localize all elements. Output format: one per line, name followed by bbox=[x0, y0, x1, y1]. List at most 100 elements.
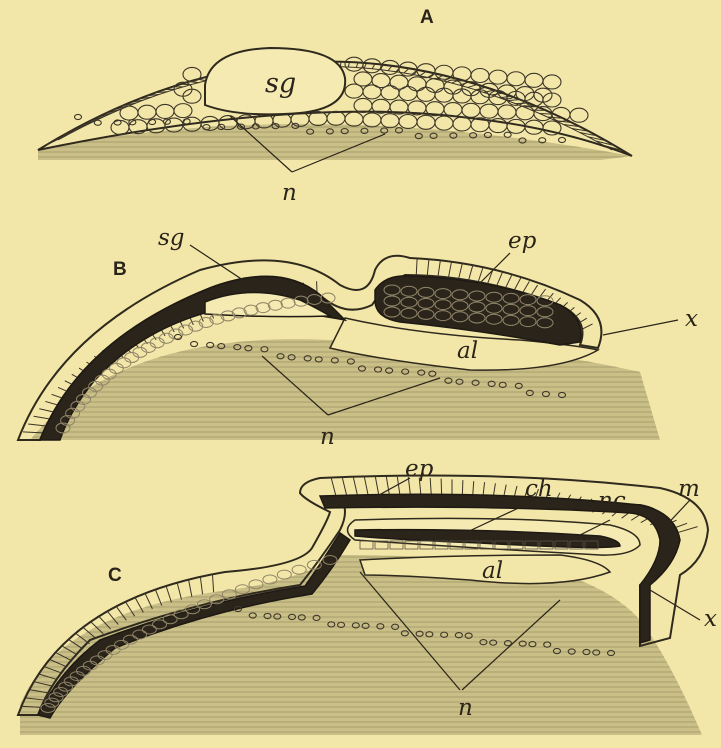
panel-b-label-n: n bbox=[320, 424, 335, 450]
panel-c-label-nc: nc bbox=[598, 488, 626, 514]
panel-c-label-m: m bbox=[678, 476, 700, 502]
cell bbox=[435, 65, 453, 79]
panel-b-letter: B bbox=[113, 259, 127, 280]
cell bbox=[117, 358, 131, 368]
epithelium-cell-wall bbox=[397, 477, 399, 495]
cell bbox=[381, 114, 399, 128]
cell bbox=[444, 103, 462, 117]
panel-a-cell-mass bbox=[111, 57, 588, 135]
cell bbox=[462, 103, 480, 117]
epithelium-cell-wall bbox=[448, 262, 451, 279]
cell bbox=[471, 69, 489, 83]
nucleus bbox=[504, 132, 511, 137]
cell bbox=[417, 115, 435, 129]
cell bbox=[417, 87, 435, 101]
panel-b-label-x: x bbox=[685, 306, 698, 332]
cell bbox=[453, 67, 471, 81]
cell bbox=[120, 106, 138, 120]
cell bbox=[345, 57, 363, 71]
panel-c-label-n: n bbox=[458, 695, 473, 721]
epithelium-cell-wall bbox=[679, 527, 698, 533]
panel-a-label-sg: sg bbox=[265, 68, 296, 99]
cell bbox=[435, 116, 453, 130]
panel-b-label-sg: sg bbox=[158, 225, 185, 251]
cell bbox=[277, 570, 291, 579]
panel-c-label-x: x bbox=[704, 606, 717, 632]
epithelium-cell-wall bbox=[212, 574, 213, 592]
cell bbox=[363, 113, 381, 127]
cell bbox=[354, 98, 372, 112]
cell bbox=[480, 104, 498, 118]
cell bbox=[363, 85, 381, 99]
cell bbox=[399, 115, 417, 129]
epithelium-cell-wall bbox=[71, 124, 89, 131]
epithelium-cell-wall bbox=[438, 260, 441, 277]
cell bbox=[399, 87, 417, 101]
epithelium-cell-wall bbox=[46, 136, 65, 145]
panel-a-letter: A bbox=[420, 7, 434, 28]
nucleus bbox=[191, 341, 198, 346]
cell bbox=[426, 78, 444, 92]
panel-b: B sg ep x al n bbox=[18, 225, 698, 450]
epithelium-cell-wall bbox=[468, 85, 478, 88]
epithelium-cell-wall bbox=[189, 580, 192, 597]
epithelium-cell-wall bbox=[404, 68, 409, 73]
cell bbox=[543, 121, 561, 135]
cell bbox=[327, 111, 345, 125]
panel-a: A sg n bbox=[38, 7, 632, 206]
nucleus bbox=[163, 119, 170, 124]
nucleus bbox=[149, 119, 156, 124]
cell bbox=[507, 72, 525, 86]
nucleus bbox=[559, 137, 566, 142]
panel-c-label-al: al bbox=[482, 558, 503, 584]
cell bbox=[109, 363, 123, 373]
panel-c-label-ch: ch bbox=[525, 476, 553, 502]
cell bbox=[381, 60, 399, 74]
epithelium-cell-wall bbox=[375, 477, 378, 495]
cell bbox=[133, 347, 147, 357]
epithelium-cell-wall bbox=[441, 479, 442, 496]
cell bbox=[435, 88, 453, 102]
epithelium-cell-wall bbox=[416, 258, 417, 275]
cell bbox=[453, 117, 471, 131]
cell bbox=[156, 104, 174, 118]
cell bbox=[381, 86, 399, 100]
panel-c: C ep ch nc m x al n bbox=[18, 456, 717, 735]
cell bbox=[174, 104, 192, 118]
cell bbox=[292, 565, 306, 574]
epithelium-cell-wall bbox=[200, 577, 202, 594]
panel-c-pointer-x bbox=[650, 590, 700, 620]
cell bbox=[570, 108, 588, 122]
cell bbox=[125, 353, 139, 363]
epithelium-cell-wall bbox=[342, 477, 346, 495]
epithelium-cell-wall bbox=[420, 71, 426, 75]
epithelium-cell-wall bbox=[458, 263, 462, 280]
cell bbox=[345, 84, 363, 98]
epithelium-cell-wall bbox=[155, 590, 161, 606]
cell bbox=[525, 73, 543, 87]
panel-c-label-ep: ep bbox=[405, 456, 434, 482]
panel-b-label-al: al bbox=[457, 338, 478, 364]
panel-b-label-ep: ep bbox=[508, 228, 537, 254]
cell bbox=[489, 70, 507, 84]
epithelium-cell-wall bbox=[386, 477, 389, 495]
cell bbox=[345, 112, 363, 126]
nucleus bbox=[129, 120, 136, 125]
cell bbox=[408, 77, 426, 91]
nucleus bbox=[94, 120, 101, 125]
nucleus bbox=[75, 114, 82, 119]
epithelium-cell-wall bbox=[364, 477, 368, 495]
epithelium-cell-wall bbox=[177, 583, 181, 600]
cell bbox=[138, 105, 156, 119]
epithelium-cell-wall bbox=[508, 100, 521, 101]
panel-a-label-n: n bbox=[282, 180, 297, 206]
epithelium-cell-wall bbox=[63, 128, 81, 136]
cell bbox=[183, 67, 201, 81]
panel-c-letter: C bbox=[108, 565, 122, 586]
epithelium-cell-wall bbox=[166, 586, 171, 602]
epithelium-cell-wall bbox=[331, 478, 336, 496]
cell bbox=[309, 112, 327, 126]
epithelium-cell-wall bbox=[353, 477, 357, 495]
cell bbox=[543, 75, 561, 89]
